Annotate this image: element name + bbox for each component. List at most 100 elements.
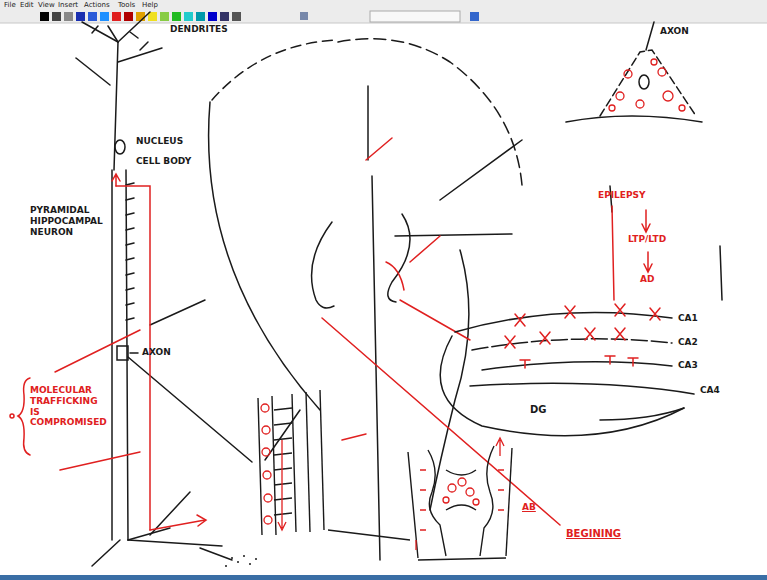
brain-red-marks [366,138,392,160]
pyramidal-neuron [130,32,138,38]
app-toolbar [136,12,145,21]
axon-terminal-dots [249,563,251,565]
vesicles [261,404,286,530]
cell-vesicles [636,100,644,108]
region-label: DG [530,404,547,416]
brain-section [367,86,369,160]
menu-item: Actions [84,1,110,9]
axon-terminal-dots [225,565,227,567]
synapse-red-marks [415,540,416,550]
pyramidal-neuron [92,26,98,33]
note-label: MOLECULAR TRAFFICKING IS COMPROMISED [30,385,110,428]
pyramidal-cell-body [566,22,702,122]
synapse [428,450,446,556]
lesion-marks [505,206,660,368]
brain-red-marks [386,262,404,290]
app-toolbar [172,12,181,21]
app-toolbar [40,12,49,21]
pyramidal-cell-body [566,116,702,122]
microtubule-ladder [306,392,310,532]
brain-section [388,214,410,302]
synapse-red-marks [498,470,504,510]
region-label: CA1 [678,313,698,324]
vesicles [264,516,272,524]
synapse-red-marks [466,488,474,496]
region-label: CA2 [678,337,698,348]
axon-terminal-dots [225,555,257,567]
pyramidal-cell-body [639,75,649,89]
lesion-marks [565,306,575,318]
synapse [408,446,512,560]
menu-item: Edit [20,1,34,9]
lesion-marks [612,206,614,300]
synapse [408,452,418,558]
lesion-marks [615,328,625,340]
pyramidal-neuron [92,540,120,566]
lesion-marks [605,356,615,364]
note-label: LTP/LTD [628,234,666,245]
part-label: DENDRITES [170,24,228,35]
brain-red-marks [342,434,366,440]
cell-vesicles [658,68,666,76]
app-toolbar [0,0,767,23]
transport-arrows [55,330,140,372]
transport-arrows [112,174,120,186]
vesicles [263,471,271,479]
menu-item: View [38,1,55,9]
brain-section [338,39,522,185]
app-toolbar [76,12,85,21]
transport-arrows [10,174,206,530]
lesion-marks [642,210,650,232]
part-label: AXON [142,347,171,358]
app-toolbar [220,12,229,21]
transport-arrows [60,452,140,470]
pyramidal-neuron [200,548,232,560]
brain-section [395,234,512,236]
note-label: AD [640,274,654,285]
pyramidal-neuron [130,352,138,354]
part-label: AXON [660,26,689,37]
cell-vesicles [609,105,615,111]
brain-section [212,40,335,100]
microtubule-ladder [320,390,324,530]
lesion-marks [615,304,625,316]
cell-vesicles [624,70,632,78]
app-toolbar [300,12,308,20]
pyramidal-neuron [150,300,205,325]
synapse [506,448,512,556]
part-label: PYRAMIDAL HIPPOCAMPAL NEURON [30,205,110,237]
app-toolbar [196,12,205,21]
synapse [418,558,506,560]
pyramidal-cell-body [646,22,654,50]
brain-section [209,102,320,410]
transport-arrows [150,520,205,530]
pyramidal-neuron [128,540,222,546]
transport-arrows [18,378,30,455]
brain-section [209,39,522,560]
lesion-marks [505,336,515,348]
cell-vesicles [651,59,657,65]
app-toolbar [160,12,169,21]
pyramidal-neuron [140,42,148,50]
menu-item: File [4,1,16,9]
app-toolbar [100,12,109,21]
lesion-marks [628,358,638,366]
app-toolbar [112,12,121,21]
app-toolbar [370,11,460,22]
vesicles [264,494,272,502]
synapse [446,505,476,510]
hippocampus [440,336,684,436]
note-label: AB [522,502,536,513]
pyramidal-neuron [128,357,252,462]
synapse-red-marks [416,438,504,550]
pyramidal-neuron [117,346,128,360]
lesion-marks [585,328,595,340]
app-toolbar [184,12,193,21]
lesion-marks [540,332,550,344]
brain-section [440,140,522,200]
brain-red-marks [400,300,470,340]
app-toolbar [124,12,133,21]
lesion-marks [515,314,525,326]
cell-vesicles [609,59,685,111]
region-label: CA4 [700,385,720,396]
